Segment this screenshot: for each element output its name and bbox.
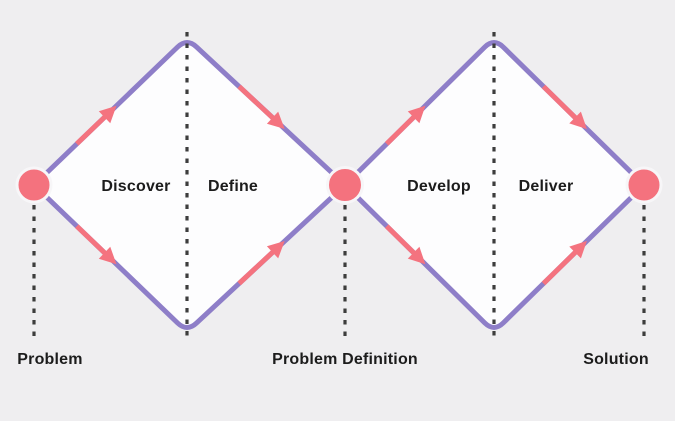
arrow-develop-upper-icon [384,105,426,146]
node-solution [625,166,663,204]
milestone-label-solution: Solution [583,351,649,368]
arrow-define-upper-icon [237,84,285,129]
node-problem-definition [326,166,364,204]
phase-label-discover: Discover [101,178,170,195]
arrow-define-lower-icon [237,241,285,286]
node-problem [15,166,53,204]
arrow-discover-lower-icon [75,224,117,265]
phase-label-deliver: Deliver [519,178,574,195]
arrow-discover-upper-icon [75,105,117,146]
arrow-deliver-lower-icon [541,240,587,286]
milestone-label-problem-definition: Problem Definition [272,351,418,368]
arrow-develop-lower-icon [384,224,426,265]
milestone-label-problem: Problem [17,351,82,368]
phase-label-develop: Develop [407,178,471,195]
phase-label-define: Define [208,178,258,195]
arrow-deliver-upper-icon [541,84,587,130]
